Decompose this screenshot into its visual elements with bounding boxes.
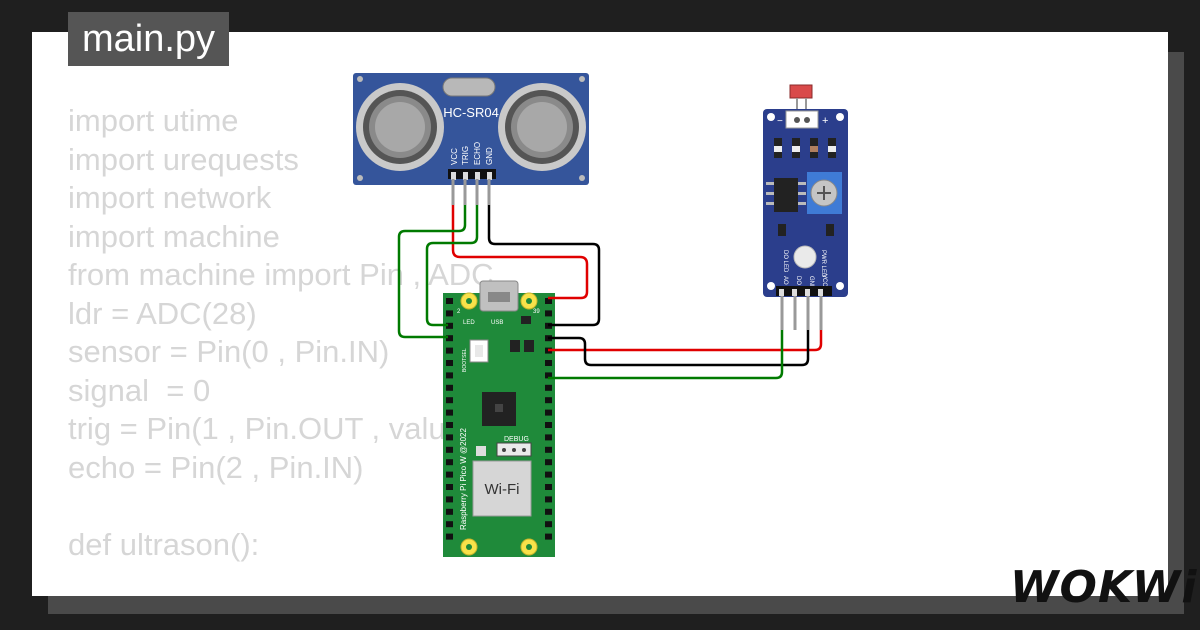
pico-pin-pad[interactable]	[446, 360, 453, 366]
hc-sr04-header	[448, 169, 496, 179]
pico-pin-pad[interactable]	[446, 446, 453, 453]
ldr-minus-label: −	[777, 116, 783, 127]
pico-pin-pad[interactable]	[446, 409, 453, 416]
pico-pin-pad[interactable]	[545, 422, 552, 428]
wire-ldr-ao-green	[548, 330, 784, 380]
code-line: def ultrason():	[68, 526, 260, 562]
pico-pin-pad[interactable]	[446, 496, 453, 503]
pico-pin-pad[interactable]	[446, 508, 453, 515]
pico-pin-pad[interactable]	[446, 459, 453, 466]
pico-pin-pad[interactable]	[545, 484, 552, 490]
ldr-header	[776, 286, 832, 296]
wire-gnd-black	[487, 205, 601, 327]
code-line: from machine import Pin , ADC	[68, 257, 494, 292]
hc-sr04-crystal	[442, 77, 496, 97]
pico-pin-pad[interactable]	[545, 310, 552, 317]
wire-echo-green	[425, 205, 479, 327]
pico-pin-number: 2	[457, 309, 461, 315]
hc-sr04-pin-label: TRIG	[461, 146, 470, 165]
wire-ldr-vcc-red	[548, 330, 823, 352]
wokwi-logo: WOKWi	[1010, 562, 1198, 613]
pico-pin-pad[interactable]	[545, 434, 552, 441]
hc-sr04-pin-label: ECHO	[473, 142, 482, 165]
code-line: echo = Pin(2 , Pin.IN)	[68, 449, 364, 485]
pico-pin-pad[interactable]	[446, 322, 453, 329]
led-label: LED	[463, 320, 475, 326]
pwr-led-label: PWR LED	[820, 250, 826, 278]
do-led-label: DO LED	[782, 250, 788, 273]
code-line: signal = 0	[68, 372, 211, 408]
pico-pin-pad[interactable]	[446, 471, 453, 478]
hc-sr04-pin-label: GND	[485, 147, 494, 165]
pico-pin-pad[interactable]	[446, 434, 453, 441]
pico-pin-pad[interactable]	[545, 508, 552, 515]
debug-label: DEBUG	[504, 436, 529, 443]
file-tab[interactable]: main.py	[68, 12, 230, 66]
pico-pin-pad[interactable]	[446, 372, 453, 379]
ldr-pin-label: VCC	[821, 274, 827, 287]
pico-pin-pad[interactable]	[545, 298, 552, 304]
pico-left-pin-row	[446, 298, 453, 540]
wifi-module	[472, 460, 532, 517]
led-indicator	[793, 245, 817, 269]
pico-pin-pad[interactable]	[545, 384, 552, 391]
pico-pin-pad[interactable]	[545, 496, 552, 503]
pico-pin-pad[interactable]	[545, 533, 552, 540]
hc-sr04-sensor[interactable]: HC-SR04 VCC TRIG ECHO GND	[353, 73, 589, 205]
wire-ldr-gnd-black	[548, 330, 810, 367]
hc-sr04-pin-label: VCC	[450, 148, 459, 165]
usb-label: USB	[491, 320, 503, 326]
pico-pin-pad[interactable]	[545, 459, 552, 466]
transducer-right-icon	[498, 83, 586, 171]
ldr-pin-label: GND	[808, 276, 814, 290]
code-line: import urequests	[68, 141, 299, 177]
pico-pin-pad[interactable]	[545, 372, 552, 379]
comparator-chip	[774, 178, 798, 212]
pico-model-label: Raspberry Pi Pico W @2022	[459, 428, 468, 530]
pico-pin-pad[interactable]	[545, 446, 552, 453]
circuit-diagram: HC-SR04 VCC TRIG ECHO GND	[353, 73, 848, 557]
pico-pin-number: 39	[533, 309, 540, 315]
pico-pin-pad[interactable]	[545, 409, 552, 416]
code-line: import utime	[68, 103, 239, 138]
ldr-plus-label: +	[822, 115, 828, 127]
code-line: import machine	[68, 218, 280, 254]
pico-pin-pad[interactable]	[446, 298, 453, 304]
wifi-label: Wi-Fi	[485, 481, 520, 498]
pico-pin-pad[interactable]	[446, 335, 453, 342]
code-line: ldr = ADC(28)	[68, 295, 257, 331]
code-line: sensor = Pin(0 , Pin.IN)	[68, 334, 390, 369]
photoresistor-icon	[789, 84, 813, 99]
pico-w-board[interactable]: 2 39 LED USB BOOTSEL DEBUG Wi-Fi Raspber…	[443, 280, 555, 557]
hc-sr04-label: HC-SR04	[443, 105, 499, 120]
pico-pin-pad[interactable]	[446, 347, 453, 354]
code-line: import network	[68, 180, 272, 215]
ldr-pin-label: DO	[795, 276, 801, 285]
ldr-pin-label: AO	[782, 276, 788, 285]
ldr-module[interactable]: − + DO	[763, 84, 848, 330]
pico-pin-pad[interactable]	[545, 397, 552, 404]
pico-pin-pad[interactable]	[545, 360, 552, 366]
pico-pin-pad[interactable]	[545, 521, 552, 528]
pico-pin-pad[interactable]	[446, 310, 453, 317]
led-component	[521, 316, 531, 324]
pico-pin-pad[interactable]	[545, 471, 552, 478]
pico-pin-pad[interactable]	[446, 484, 453, 490]
wire-vcc-red	[451, 205, 589, 300]
bootsel-label: BOOTSEL	[462, 348, 468, 372]
pico-pin-pad[interactable]	[446, 397, 453, 404]
pico-pin-pad[interactable]	[446, 384, 453, 391]
transducer-left-icon	[356, 83, 444, 171]
pico-pin-pad[interactable]	[446, 521, 453, 528]
wires	[397, 205, 823, 380]
pico-pin-pad[interactable]	[446, 533, 453, 540]
wire-trig-green	[397, 205, 467, 339]
pico-pin-pad[interactable]	[446, 422, 453, 428]
